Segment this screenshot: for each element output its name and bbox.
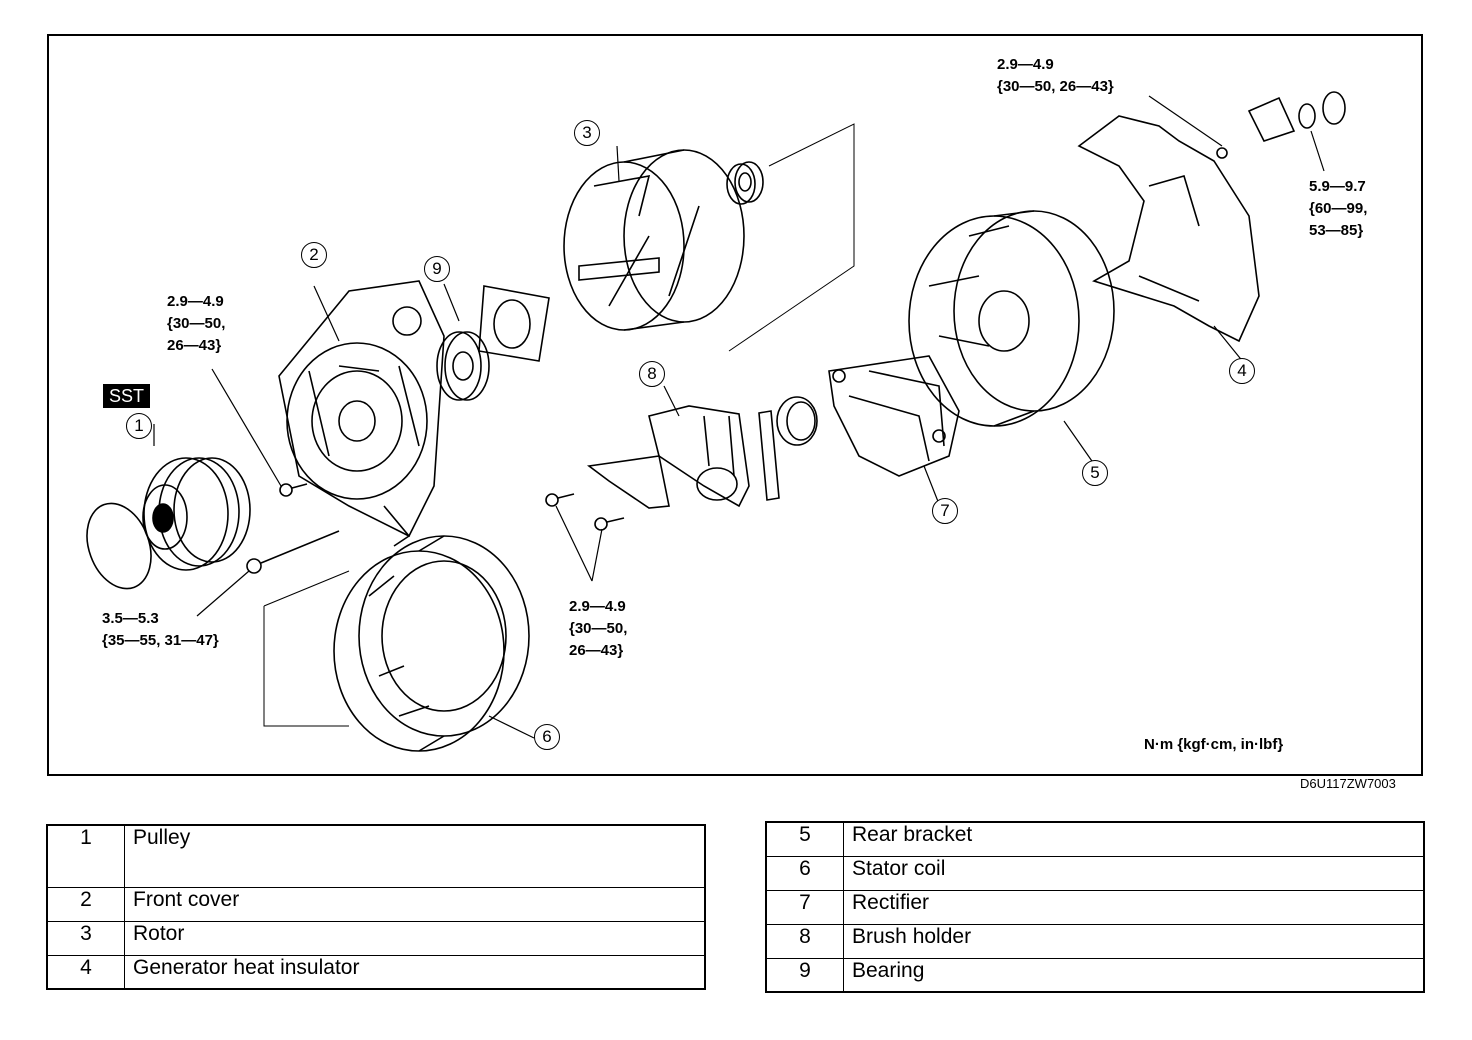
pulley-drawing bbox=[142, 457, 251, 571]
part-number: 3 bbox=[46, 920, 125, 956]
part-name: Front cover bbox=[124, 886, 706, 922]
heat-insulator-drawing bbox=[1077, 115, 1260, 343]
part-name: Generator heat insulator bbox=[124, 954, 706, 990]
part-number: 4 bbox=[46, 954, 125, 990]
callout-1: 1 bbox=[126, 413, 152, 439]
rotor-drawing bbox=[563, 149, 745, 331]
parts-table-right: 5 Rear bracket 6 Stator coil 7 Rectifier… bbox=[765, 821, 1425, 993]
part-number: 1 bbox=[46, 824, 125, 888]
rotor-bearing-drawing bbox=[726, 161, 764, 205]
exploded-diagram-drawing bbox=[86, 91, 1346, 752]
stator-coil-drawing bbox=[333, 535, 530, 752]
callout-6: 6 bbox=[534, 724, 560, 750]
part-number: 7 bbox=[765, 889, 844, 925]
brush-holder-drawing bbox=[586, 405, 750, 509]
part-name: Pulley bbox=[124, 824, 706, 888]
part-name: Stator coil bbox=[843, 855, 1425, 891]
part-name: Rotor bbox=[124, 920, 706, 956]
callout-9: 9 bbox=[424, 256, 450, 282]
torque-spec-through-bolt: 3.5—5.3 {35—55, 31—47} bbox=[102, 610, 219, 649]
dust-cap-drawing bbox=[86, 502, 152, 590]
part-number: 5 bbox=[765, 821, 844, 857]
table-row: 3 Rotor bbox=[46, 920, 706, 956]
callout-5: 5 bbox=[1082, 460, 1108, 486]
part-name: Brush holder bbox=[843, 923, 1425, 959]
table-row: 4 Generator heat insulator bbox=[46, 954, 706, 990]
exploded-diagram-frame: SST 2.9—4.9 {30—50, 26—43} 5.9—9.7 {60—9… bbox=[47, 34, 1423, 776]
front-cover-drawing bbox=[278, 280, 445, 547]
torque-spec-terminal-cap: 5.9—9.7 {60—99, 53—85} bbox=[1309, 178, 1368, 239]
part-name: Rear bracket bbox=[843, 821, 1425, 857]
part-name: Rectifier bbox=[843, 889, 1425, 925]
torque-spec-front-bolt: 2.9—4.9 {30—50, 26—43} bbox=[167, 293, 226, 354]
part-number: 2 bbox=[46, 886, 125, 922]
bearing-drawing bbox=[436, 331, 490, 401]
callout-3: 3 bbox=[574, 120, 600, 146]
parts-table-left: 1 Pulley 2 Front cover 3 Rotor 4 Generat… bbox=[46, 824, 706, 990]
callout-2: 2 bbox=[301, 242, 327, 268]
brush-and-seal-drawing bbox=[758, 396, 818, 501]
screws-drawing bbox=[246, 483, 625, 574]
table-row: 6 Stator coil bbox=[765, 855, 1425, 891]
retainer-plate-drawing bbox=[478, 285, 550, 362]
part-number: 8 bbox=[765, 923, 844, 959]
table-row: 9 Bearing bbox=[765, 957, 1425, 993]
table-row: 7 Rectifier bbox=[765, 889, 1425, 925]
rear-bracket-drawing bbox=[908, 210, 1115, 427]
table-row: 2 Front cover bbox=[46, 886, 706, 922]
terminal-parts-drawing bbox=[1216, 91, 1346, 159]
callout-4: 4 bbox=[1229, 358, 1255, 384]
table-row: 8 Brush holder bbox=[765, 923, 1425, 959]
table-row: 1 Pulley bbox=[46, 824, 706, 888]
sst-badge: SST bbox=[103, 384, 151, 408]
figure-reference-code: D6U117ZW7003 bbox=[1300, 776, 1396, 791]
callout-8: 8 bbox=[639, 361, 665, 387]
part-number: 9 bbox=[765, 957, 844, 993]
part-number: 6 bbox=[765, 855, 844, 891]
table-row: 5 Rear bracket bbox=[765, 821, 1425, 857]
rectifier-drawing bbox=[828, 355, 960, 477]
torque-spec-terminal-nut: 2.9—4.9 {30—50, 26—43} bbox=[997, 56, 1114, 95]
torque-spec-brush-screws: 2.9—4.9 {30—50, 26—43} bbox=[569, 598, 628, 659]
callout-7: 7 bbox=[932, 498, 958, 524]
part-name: Bearing bbox=[843, 957, 1425, 993]
torque-unit-label: N·m {kgf·cm, in·lbf} bbox=[1144, 736, 1284, 753]
leader-lines bbox=[153, 95, 1325, 739]
